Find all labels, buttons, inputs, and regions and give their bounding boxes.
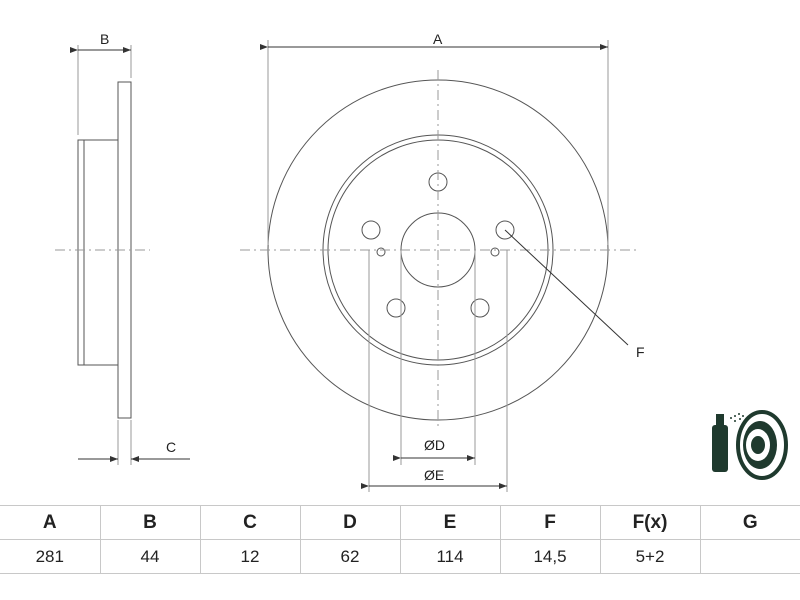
- label-d: ØD: [424, 437, 445, 453]
- value-cell: 62: [299, 539, 401, 574]
- label-a: A: [433, 31, 443, 47]
- value-cell: [699, 539, 800, 574]
- side-view: [55, 45, 190, 465]
- front-view: [240, 40, 640, 492]
- label-c: C: [166, 439, 176, 455]
- header-cell: C: [199, 505, 301, 540]
- label-b: B: [100, 31, 109, 47]
- header-cell: F(x): [599, 505, 701, 540]
- label-e: ØE: [424, 467, 444, 483]
- brake-cleaner-spray-icon: [712, 410, 788, 480]
- header-cell: E: [399, 505, 501, 540]
- header-cell: A: [0, 505, 101, 540]
- dimensions-table: A B C D E F F(x) G 281 44 12 62 114 14,5…: [0, 505, 800, 574]
- value-cell: 44: [99, 539, 201, 574]
- value-cell: 5+2: [599, 539, 701, 574]
- technical-drawing: B A C F ØD ØE: [55, 31, 788, 492]
- header-cell: B: [99, 505, 201, 540]
- table-row: 281 44 12 62 114 14,5 5+2: [0, 539, 800, 574]
- header-cell: F: [499, 505, 601, 540]
- value-cell: 114: [399, 539, 501, 574]
- label-f: F: [636, 344, 645, 360]
- value-cell: 14,5: [499, 539, 601, 574]
- header-cell: D: [299, 505, 401, 540]
- header-cell: G: [699, 505, 800, 540]
- value-cell: 281: [0, 539, 101, 574]
- value-cell: 12: [199, 539, 301, 574]
- table-header-row: A B C D E F F(x) G: [0, 505, 800, 540]
